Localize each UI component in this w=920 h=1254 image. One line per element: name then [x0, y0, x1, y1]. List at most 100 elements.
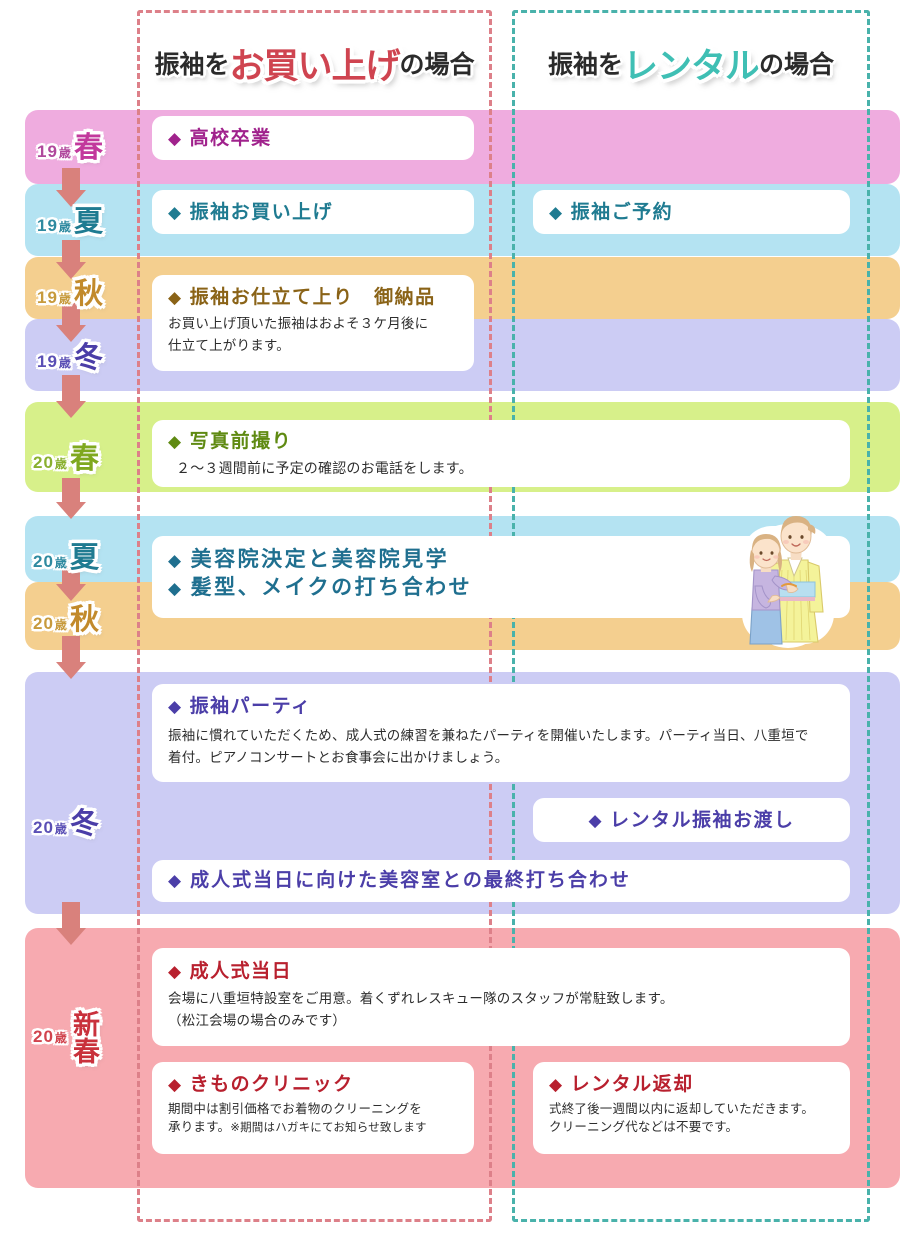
season-badge-age19-spring: 19 歳 春: [37, 124, 103, 166]
card-final-meeting[interactable]: ◆成人式当日に向けた美容室との最終打ち合わせ: [152, 860, 850, 902]
card-body-line: 着付。ピアノコンサートとお食事会に出かけましょう。: [168, 749, 509, 765]
sai-label: 歳: [54, 618, 67, 632]
diamond-icon: ◆: [168, 129, 183, 148]
arrow-spring-to-summer-19: [56, 168, 86, 207]
header-rental-suffix: の場合: [759, 51, 835, 79]
card-title: ◆ レンタル返却: [549, 1072, 834, 1098]
season-badge-age19-winter: 19 歳 冬: [37, 334, 103, 376]
card-title-text: 成人式当日: [189, 961, 293, 982]
diamond-icon: ◆: [168, 551, 184, 570]
card-photo-shoot[interactable]: ◆ 写真前撮り ２〜３週間前に予定の確認のお電話をします。: [152, 420, 850, 487]
card-title-text: レンタル振袖お渡し: [610, 810, 795, 831]
sai-label: 歳: [54, 822, 67, 836]
sai-label: 歳: [58, 356, 71, 370]
sai-label: 歳: [58, 220, 71, 234]
card-title: ◆成人式当日に向けた美容室との最終打ち合わせ: [168, 868, 834, 894]
card-highschool-graduation[interactable]: ◆ 高校卒業: [152, 116, 474, 160]
season-label: 夏: [73, 206, 103, 238]
season-badge-age20-autumn: 20 歳 秋: [33, 596, 99, 638]
season-badge-age19-autumn: 19 歳 秋: [37, 270, 103, 312]
age-label: 20: [33, 818, 54, 837]
card-furisode-party[interactable]: ◆振袖パーティ 振袖に慣れていただくため、成人式の練習を兼ねたパーティを開催いた…: [152, 684, 850, 782]
age-label: 20: [33, 552, 54, 571]
arrow-summer-to-autumn-19: [56, 240, 86, 279]
card-title-text: 成人式当日に向けた美容室との最終打ち合わせ: [190, 870, 631, 891]
season-label: 春: [69, 443, 99, 475]
arrow-winter-to-newyear-20: [56, 902, 86, 945]
season-label: 秋: [69, 604, 99, 636]
card-title-text: 高校卒業: [189, 128, 272, 149]
age-label: 19: [37, 352, 58, 371]
card-title: ◆ 写真前撮り: [168, 429, 834, 455]
card-body: 振袖に慣れていただくため、成人式の練習を兼ねたパーティを開催いたします。パーティ…: [168, 725, 834, 770]
season-label: 夏: [69, 542, 99, 574]
card-title-text: 振袖お仕立て上り 御納品: [189, 287, 436, 308]
card-body-line: （松江会場の場合のみです）: [168, 1012, 347, 1028]
sai-label: 歳: [58, 146, 71, 160]
card-body: 期間中は割引価格でお着物のクリーニングを 承ります。※期間はハガキにてお知らせ致…: [168, 1100, 458, 1138]
header-purchase-accent: お買い上げ: [229, 46, 400, 86]
header-purchase-prefix: 振袖を: [154, 51, 230, 79]
card-body: ２〜３週間前に予定の確認のお電話をします。: [168, 457, 834, 480]
card-title-text: レンタル返却: [570, 1074, 694, 1095]
card-body-line: 振袖に慣れていただくため、成人式の練習を兼ねたパーティを開催いたします。パーティ…: [168, 727, 809, 743]
diamond-icon: ◆: [549, 1075, 564, 1094]
card-title: ◆ 振袖お仕立て上り 御納品: [168, 285, 458, 311]
header-rental-prefix: 振袖を: [547, 51, 623, 79]
age-label: 20: [33, 614, 54, 633]
card-title: ◆ 成人式当日: [168, 959, 834, 985]
season-badge-age19-summer: 19 歳 夏: [37, 198, 103, 240]
card-body-line: 仕立て上がります。: [168, 337, 290, 353]
sai-label: 歳: [54, 556, 67, 570]
season-badge-age20-summer: 20 歳 夏: [33, 534, 99, 576]
arrow-autumn-to-winter-20: [56, 636, 86, 679]
card-title: ◆ 高校卒業: [168, 126, 458, 152]
card-rental-handover[interactable]: ◆ レンタル振袖お渡し: [533, 798, 850, 842]
card-title-text: 美容院決定と美容院見学: [190, 548, 450, 571]
card-title: ◆ 美容院決定と美容院見学: [168, 546, 834, 574]
season-label: 春: [73, 132, 103, 164]
header-rental-accent: レンタル: [622, 46, 760, 86]
card-rental-return[interactable]: ◆ レンタル返却 式終了後一週間以内に返却していただきます。 クリーニング代などは…: [533, 1062, 850, 1154]
card-title: ◆振袖パーティ: [168, 694, 834, 720]
age-label: 19: [37, 288, 58, 307]
card-title: ◆ 振袖お買い上げ: [168, 200, 458, 226]
header-purchase-suffix: の場合: [399, 51, 475, 79]
card-title-text: 振袖お買い上げ: [189, 202, 334, 223]
sai-label: 歳: [54, 1030, 67, 1045]
card-title-text: 振袖ご予約: [570, 202, 674, 223]
diamond-icon: ◆: [168, 203, 183, 222]
card-furisode-purchase[interactable]: ◆ 振袖お買い上げ: [152, 190, 474, 234]
season-badge-age20-newyear: 20 歳 新春: [33, 1010, 99, 1064]
kimono-fitting-illustration: [738, 516, 838, 648]
card-body: お買い上げ頂いた振袖はおよそ３ケ月後に 仕立て上がります。: [168, 313, 458, 358]
card-title-text: 振袖パーティ: [189, 696, 312, 717]
card-furisode-reservation[interactable]: ◆ 振袖ご予約: [533, 190, 850, 234]
card-salon-decision[interactable]: ◆美容院決定と美容院見学 ◆髪型、メイクの打ち合わせ: [152, 536, 850, 618]
arrow-winter-19-to-spring-20: [56, 375, 86, 418]
diamond-icon: ◆: [168, 288, 183, 307]
age-label: 20: [33, 1027, 54, 1046]
season-label: 冬: [73, 342, 103, 374]
card-kimono-clinic[interactable]: ◆きものクリニック 期間中は割引価格でお着物のクリーニングを 承ります。※期間は…: [152, 1062, 474, 1154]
diamond-icon: ◆: [549, 203, 564, 222]
card-ceremony-day[interactable]: ◆成人式当日 会場に八重垣特設室をご用意。着くずれレスキュー隊のスタッフが常駐致…: [152, 948, 850, 1046]
season-label: 秋: [73, 278, 103, 310]
card-body-line: ２〜３週間前に予定の確認のお電話をします。: [176, 459, 473, 476]
diamond-icon: ◆: [168, 962, 183, 981]
season-badge-age20-spring: 20 歳 春: [33, 435, 99, 477]
arrow-autumn-to-winter-19: [56, 303, 86, 342]
card-body-line: 期間中は割引価格でお着物のクリーニングを: [168, 1101, 423, 1116]
card-body-line: お買い上げ頂いた振袖はおよそ３ケ月後に: [168, 315, 429, 331]
card-body-line: 式終了後一週間以内に返却していただきます。: [549, 1101, 815, 1116]
card-body-line2: 承ります。※期間はハガキにてお知らせ致します: [168, 1118, 458, 1137]
card-title-text: 写真前撮り: [189, 431, 293, 452]
diamond-icon: ◆: [168, 432, 183, 451]
diamond-icon: ◆: [588, 811, 604, 830]
age-label: 19: [37, 216, 58, 235]
card-body-line-part: 承ります。: [168, 1120, 231, 1135]
card-body-note: ※期間はハガキにてお知らせ致します: [230, 1122, 427, 1135]
card-tailoring-delivery[interactable]: ◆ 振袖お仕立て上り 御納品 お買い上げ頂いた振袖はおよそ３ケ月後に 仕立て上がり…: [152, 275, 474, 371]
card-body-line: クリーニング代などは不要です。: [549, 1120, 739, 1135]
